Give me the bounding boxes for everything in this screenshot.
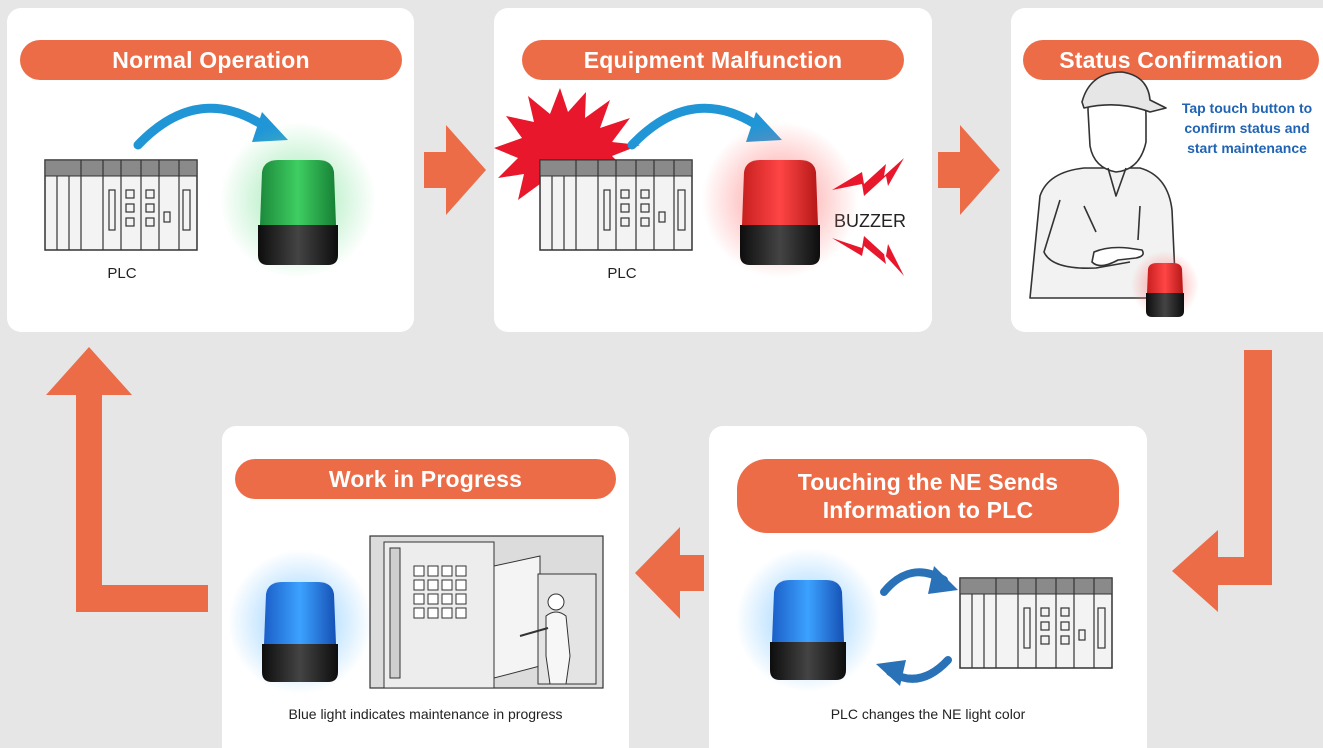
plc-label: PLC bbox=[607, 265, 637, 282]
status-note: Tap touch button to confirm status and s… bbox=[1177, 98, 1317, 158]
plc-label: PLC bbox=[107, 265, 137, 282]
signal-flow-arrow bbox=[627, 103, 769, 150]
return-arrow-up-icon bbox=[46, 347, 208, 612]
flow-arrow-icon bbox=[424, 125, 1000, 215]
panel-title-status-confirmation: Status Confirmation bbox=[1023, 40, 1319, 80]
title-line: Touching the NE Sends bbox=[797, 469, 1059, 495]
panel-title-normal-operation: Normal Operation bbox=[20, 40, 402, 80]
flow-arrow-left-icon bbox=[635, 527, 704, 619]
title-line: Information to PLC bbox=[822, 497, 1034, 523]
signal-tower-light-icon bbox=[1131, 251, 1199, 319]
signal-tower-light-icon bbox=[220, 122, 376, 278]
status-note-line: confirm status and bbox=[1184, 120, 1310, 136]
cycle-arrowhead bbox=[876, 660, 906, 686]
signal-flow-arrow bbox=[133, 103, 275, 150]
machine-maintenance-illustration bbox=[369, 535, 604, 689]
signal-tower-light-icon bbox=[702, 122, 858, 278]
status-note-line: start maintenance bbox=[1187, 140, 1307, 156]
cycle-arrowhead bbox=[928, 566, 958, 594]
touching-caption: PLC changes the NE light color bbox=[830, 706, 1026, 722]
signal-tower-light-icon bbox=[228, 550, 372, 694]
signal-tower-light-icon bbox=[736, 548, 880, 692]
work-caption: Blue light indicates maintenance in prog… bbox=[288, 706, 563, 722]
return-arrow-down-left-icon bbox=[1172, 350, 1272, 612]
explosion-burst-icon bbox=[494, 88, 640, 210]
panel-title-work-in-progress: Work in Progress bbox=[235, 459, 616, 499]
buzzer-lightning-icon bbox=[832, 158, 904, 276]
panel-title-equipment-malfunction: Equipment Malfunction bbox=[522, 40, 904, 80]
plc-module-icon bbox=[44, 159, 198, 251]
plc-module-icon bbox=[539, 159, 693, 251]
plc-module-icon bbox=[959, 577, 1113, 669]
panel-title-touching-ne: Touching the NE Sends Information to PLC bbox=[737, 459, 1119, 533]
status-note-line: Tap touch button to bbox=[1181, 100, 1313, 116]
